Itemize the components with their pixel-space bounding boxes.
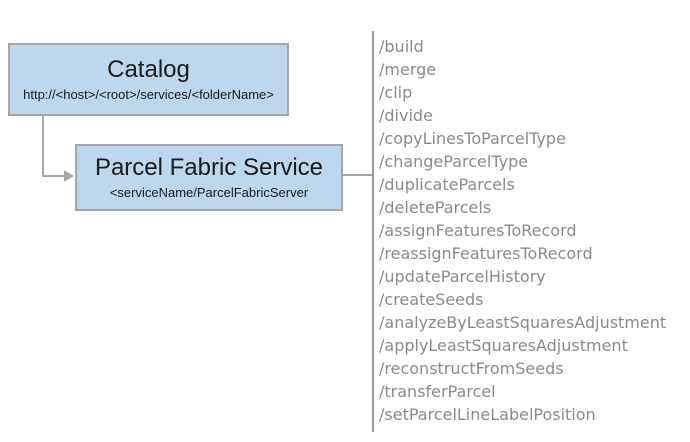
endpoint-item: /merge — [379, 60, 437, 79]
connector-elbow-horizontal — [42, 175, 66, 177]
endpoint-item: /duplicateParcels — [379, 175, 515, 194]
endpoint-item: /transferParcel — [379, 382, 496, 401]
parcel-fabric-service-node: Parcel Fabric Service <serviceName/Parce… — [75, 144, 343, 211]
endpoint-item: /deleteParcels — [379, 198, 492, 217]
endpoint-item: /changeParcelType — [379, 152, 529, 171]
endpoint-item: /updateParcelHistory — [379, 267, 546, 286]
endpoint-item: /setParcelLineLabelPosition — [379, 405, 596, 424]
endpoint-item: /reassignFeaturesToRecord — [379, 244, 593, 263]
endpoint-item: /analyzeByLeastSquaresAdjustment — [379, 313, 667, 332]
connector-elbow-vertical — [42, 116, 44, 177]
catalog-node-url: http://<host>/<root>/services/<folderNam… — [23, 86, 274, 102]
arrowhead-right-icon — [64, 170, 74, 182]
parcel-fabric-service-path: <serviceName/ParcelFabricServer — [109, 184, 309, 200]
endpoint-item: /applyLeastSquaresAdjustment — [379, 336, 628, 355]
endpoint-item: /assignFeaturesToRecord — [379, 221, 577, 240]
endpoint-item: /createSeeds — [379, 290, 484, 309]
endpoints-divider-line — [372, 31, 374, 432]
endpoint-item: /build — [379, 37, 424, 56]
parcel-fabric-service-title: Parcel Fabric Service — [94, 154, 324, 182]
endpoint-item: /divide — [379, 106, 433, 125]
endpoint-item: /copyLinesToParcelType — [379, 129, 566, 148]
connector-service-to-endpoints — [343, 174, 373, 176]
catalog-node: Catalog http://<host>/<root>/services/<f… — [8, 43, 289, 116]
endpoint-item: /reconstructFromSeeds — [379, 359, 564, 378]
endpoint-item: /clip — [379, 83, 413, 102]
catalog-node-title: Catalog — [107, 56, 190, 84]
endpoint-list: /build/merge/clip/divide/copyLinesToParc… — [379, 35, 666, 426]
